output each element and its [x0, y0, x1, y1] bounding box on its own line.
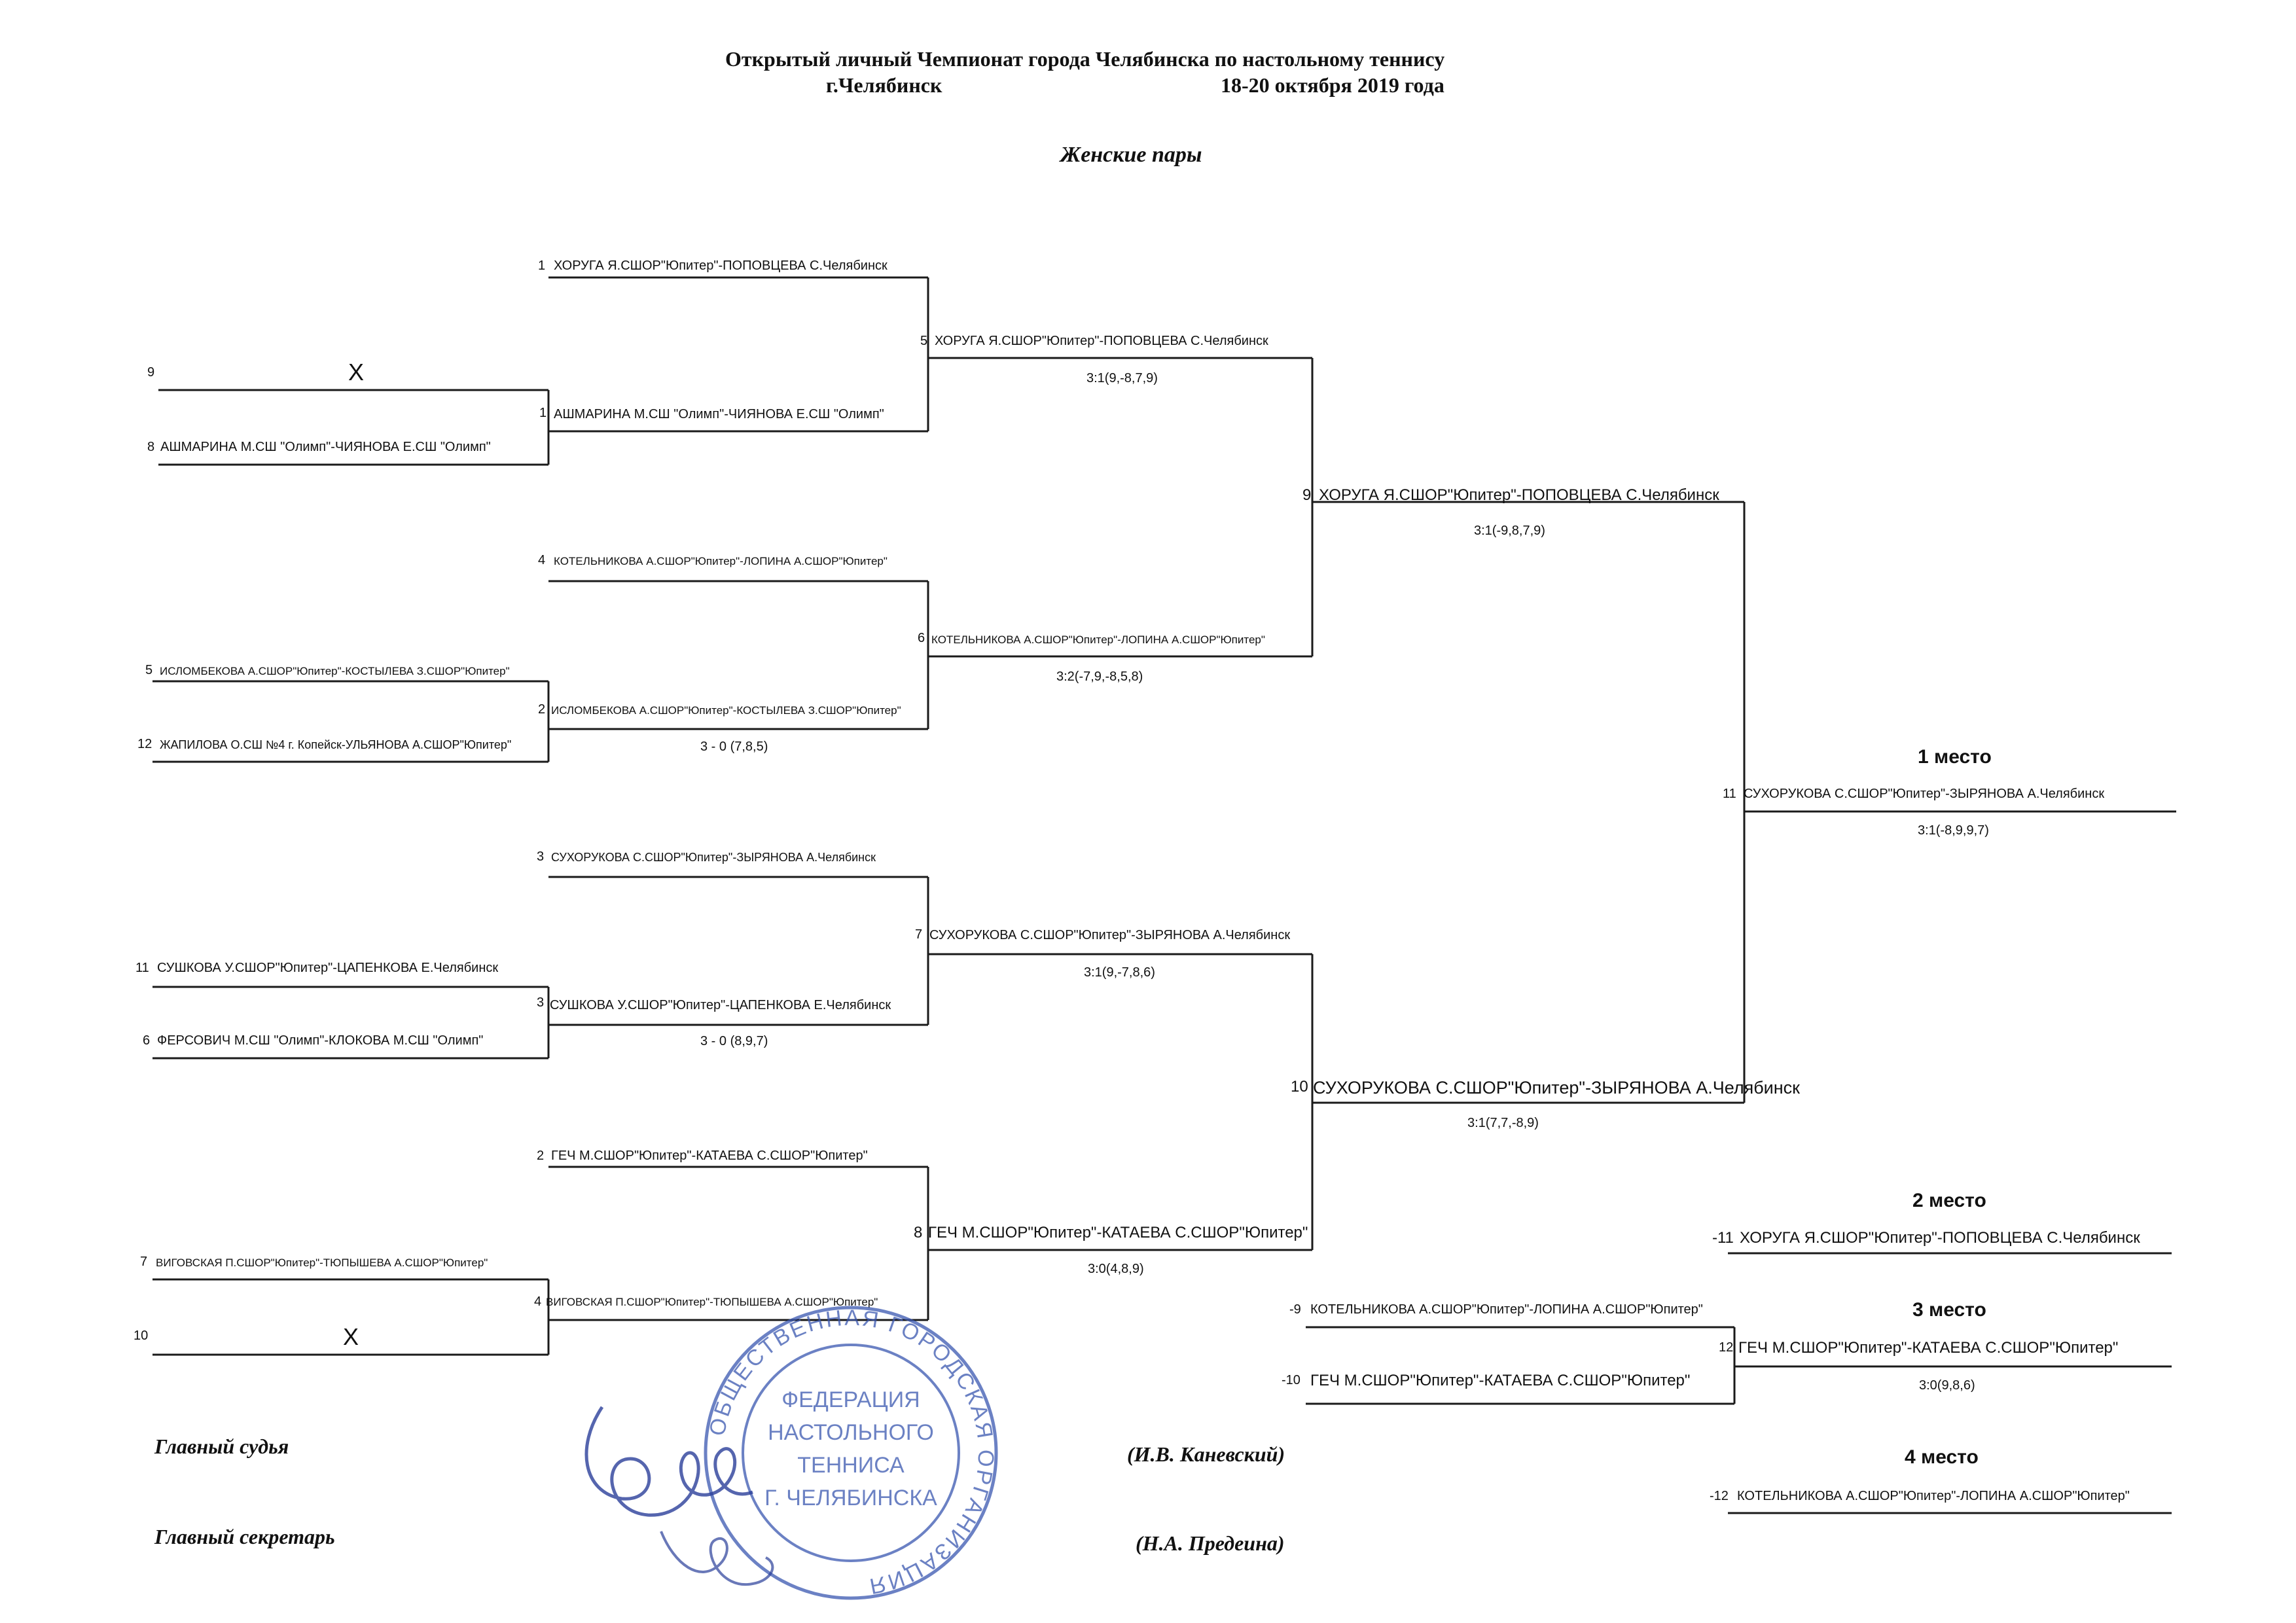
sf-num: 10: [1291, 1078, 1308, 1096]
r1-seed: 4: [538, 553, 546, 567]
final-num: 11: [1723, 787, 1736, 801]
tournament-title: Открытый личный Чемпионат города Челябин…: [725, 47, 1445, 71]
sf-team: ХОРУГА Я.СШОР"Юпитер"-ПОПОВЦЕВА С.Челяби…: [1319, 486, 1719, 504]
r2-team: СУШКОВА У.СШОР"Юпитер"-ЦАПЕНКОВА Е.Челяб…: [550, 998, 891, 1012]
fourth-place-label: 4 место: [1905, 1446, 1979, 1468]
r2-num: 4: [534, 1294, 542, 1309]
r1-seed: 11: [135, 961, 149, 975]
r1-seed: 2: [537, 1149, 545, 1163]
third-place-label: 3 место: [1912, 1299, 1986, 1321]
third-num: 12: [1719, 1340, 1734, 1355]
r2-team: АШМАРИНА М.СШ "Олимп"-ЧИЯНОВА Е.СШ "Олим…: [554, 407, 884, 421]
secretary-label: Главный секретарь: [154, 1525, 335, 1548]
sf-num: 9: [1302, 486, 1312, 504]
match-score: 3 - 0 (7,8,5): [700, 740, 768, 754]
sf-team: СУХОРУКОВА С.СШОР"Юпитер"-ЗЫРЯНОВА А.Чел…: [1313, 1078, 1800, 1097]
federation-stamp: ОБЩЕСТВЕННАЯ ГОРОДСКАЯ ОРГАНИЗАЦИЯ ФЕДЕР…: [704, 1306, 998, 1600]
r3-team: СУХОРУКОВА С.СШОР"Юпитер"-ЗЫРЯНОВА А.Чел…: [929, 928, 1291, 942]
match-score: 3:0(4,8,9): [1088, 1262, 1144, 1276]
second-place-label: 2 место: [1912, 1190, 1986, 1211]
r3-num: 8: [914, 1224, 923, 1241]
judge-label: Главный судья: [154, 1435, 289, 1458]
match-score: 3:2(-7,9,-8,5,8): [1056, 669, 1143, 684]
r1-team: АШМАРИНА М.СШ "Олимп"-ЧИЯНОВА Е.СШ "Олим…: [160, 440, 491, 454]
match-score: 3:0(9,8,6): [1919, 1378, 1975, 1393]
bye-mark: Х: [348, 359, 365, 385]
signature: [584, 1406, 774, 1586]
bye-mark: Х: [343, 1323, 359, 1350]
svg-text:ФЕДЕРАЦИЯ: ФЕДЕРАЦИЯ: [781, 1387, 920, 1412]
svg-text:ТЕННИСА: ТЕННИСА: [797, 1453, 905, 1478]
svg-text:НАСТОЛЬНОГО: НАСТОЛЬНОГО: [768, 1420, 934, 1445]
r1-seed: 3: [537, 849, 545, 864]
third-match-num: -9: [1289, 1302, 1301, 1317]
secretary-name: (Н.А. Предеина): [1136, 1531, 1285, 1555]
r3-team: КОТЕЛЬНИКОВА А.СШОР"Юпитер"-ЛОПИНА А.СШО…: [931, 633, 1265, 646]
r2-num: 2: [538, 702, 546, 717]
match-score: 3:1(9,-7,8,6): [1084, 965, 1155, 980]
r1-seed: 8: [147, 440, 155, 454]
r1-team: ЖАПИЛОВА О.СШ №4 г. Копейск-УЛЬЯНОВА А.С…: [160, 738, 512, 751]
r2-team: ИСЛОМБЕКОВА А.СШОР"Юпитер"-КОСТЫЛЕВА З.С…: [551, 704, 901, 717]
r1-seed: 5: [145, 663, 153, 677]
r1-team: СУШКОВА У.СШОР"Юпитер"-ЦАПЕНКОВА Е.Челяб…: [157, 961, 499, 975]
fourth-num: -12: [1710, 1489, 1729, 1503]
r1-team: ИСЛОМБЕКОВА А.СШОР"Юпитер"-КОСТЫЛЕВА З.С…: [160, 665, 510, 677]
third-match-team: КОТЕЛЬНИКОВА А.СШОР"Юпитер"-ЛОПИНА А.СШО…: [1310, 1302, 1703, 1317]
third-match-num: -10: [1282, 1373, 1300, 1387]
match-score: 3:1(-9,8,7,9): [1474, 524, 1545, 538]
first-place-label: 1 место: [1918, 746, 1992, 768]
fourth-team: КОТЕЛЬНИКОВА А.СШОР"Юпитер"-ЛОПИНА А.СШО…: [1737, 1489, 2130, 1503]
r2-team: ВИГОВСКАЯ П.СШОР"Юпитер"-ТЮПЫШЕВА А.СШОР…: [546, 1296, 878, 1308]
r1-seed: 9: [147, 365, 155, 380]
match-score: 3 - 0 (8,9,7): [700, 1034, 768, 1048]
r1-team: ХОРУГА Я.СШОР"Юпитер"-ПОПОВЦЕВА С.Челяби…: [554, 259, 888, 273]
tournament-dates: 18-20 октября 2019 года: [1221, 73, 1444, 97]
r3-team: ХОРУГА Я.СШОР"Юпитер"-ПОПОВЦЕВА С.Челяби…: [935, 334, 1268, 348]
r1-team: СУХОРУКОВА С.СШОР"Юпитер"-ЗЫРЯНОВА А.Чел…: [551, 851, 876, 864]
second-team: ХОРУГА Я.СШОР"Юпитер"-ПОПОВЦЕВА С.Челяби…: [1740, 1229, 2140, 1247]
final-team: СУХОРУКОВА С.СШОР"Юпитер"-ЗЫРЯНОВА А.Чел…: [1744, 787, 2105, 801]
r3-team: ГЕЧ М.СШОР"Юпитер"-КАТАЕВА С.СШОР"Юпитер…: [928, 1224, 1308, 1241]
r1-seed: 10: [134, 1329, 149, 1343]
r3-num: 7: [915, 927, 923, 942]
match-score: 3:1(7,7,-8,9): [1467, 1116, 1539, 1130]
category-title: Женские пары: [1060, 143, 1202, 167]
match-score: 3:1(-8,9,9,7): [1918, 823, 1989, 838]
r2-num: 3: [537, 995, 545, 1010]
tournament-city: г.Челябинск: [826, 73, 942, 97]
r3-num: 5: [920, 334, 928, 348]
r1-seed: 12: [137, 737, 152, 751]
third-team: ГЕЧ М.СШОР"Юпитер"-КАТАЕВА С.СШОР"Юпитер…: [1738, 1339, 2119, 1357]
third-match-team: ГЕЧ М.СШОР"Юпитер"-КАТАЕВА С.СШОР"Юпитер…: [1310, 1372, 1691, 1389]
r1-team: ВИГОВСКАЯ П.СШОР"Юпитер"-ТЮПЫШЕВА А.СШОР…: [156, 1257, 488, 1269]
judge-name: (И.В. Каневский): [1127, 1442, 1285, 1466]
r2-num: 1: [539, 406, 547, 420]
r1-seed: 1: [538, 259, 546, 273]
match-score: 3:1(9,-8,7,9): [1086, 371, 1158, 385]
r1-team: ГЕЧ М.СШОР"Юпитер"-КАТАЕВА С.СШОР"Юпитер…: [551, 1149, 868, 1163]
r1-seed: 7: [140, 1255, 148, 1269]
r1-team: ФЕРСОВИЧ М.СШ "Олимп"-КЛОКОВА М.СШ "Олим…: [157, 1033, 484, 1048]
r1-team: КОТЕЛЬНИКОВА А.СШОР"Юпитер"-ЛОПИНА А.СШО…: [554, 555, 888, 567]
r3-num: 6: [918, 631, 925, 645]
r1-seed: 6: [143, 1033, 151, 1048]
second-num: -11: [1712, 1229, 1734, 1247]
svg-text:Г. ЧЕЛЯБИНСКА: Г. ЧЕЛЯБИНСКА: [764, 1486, 937, 1510]
